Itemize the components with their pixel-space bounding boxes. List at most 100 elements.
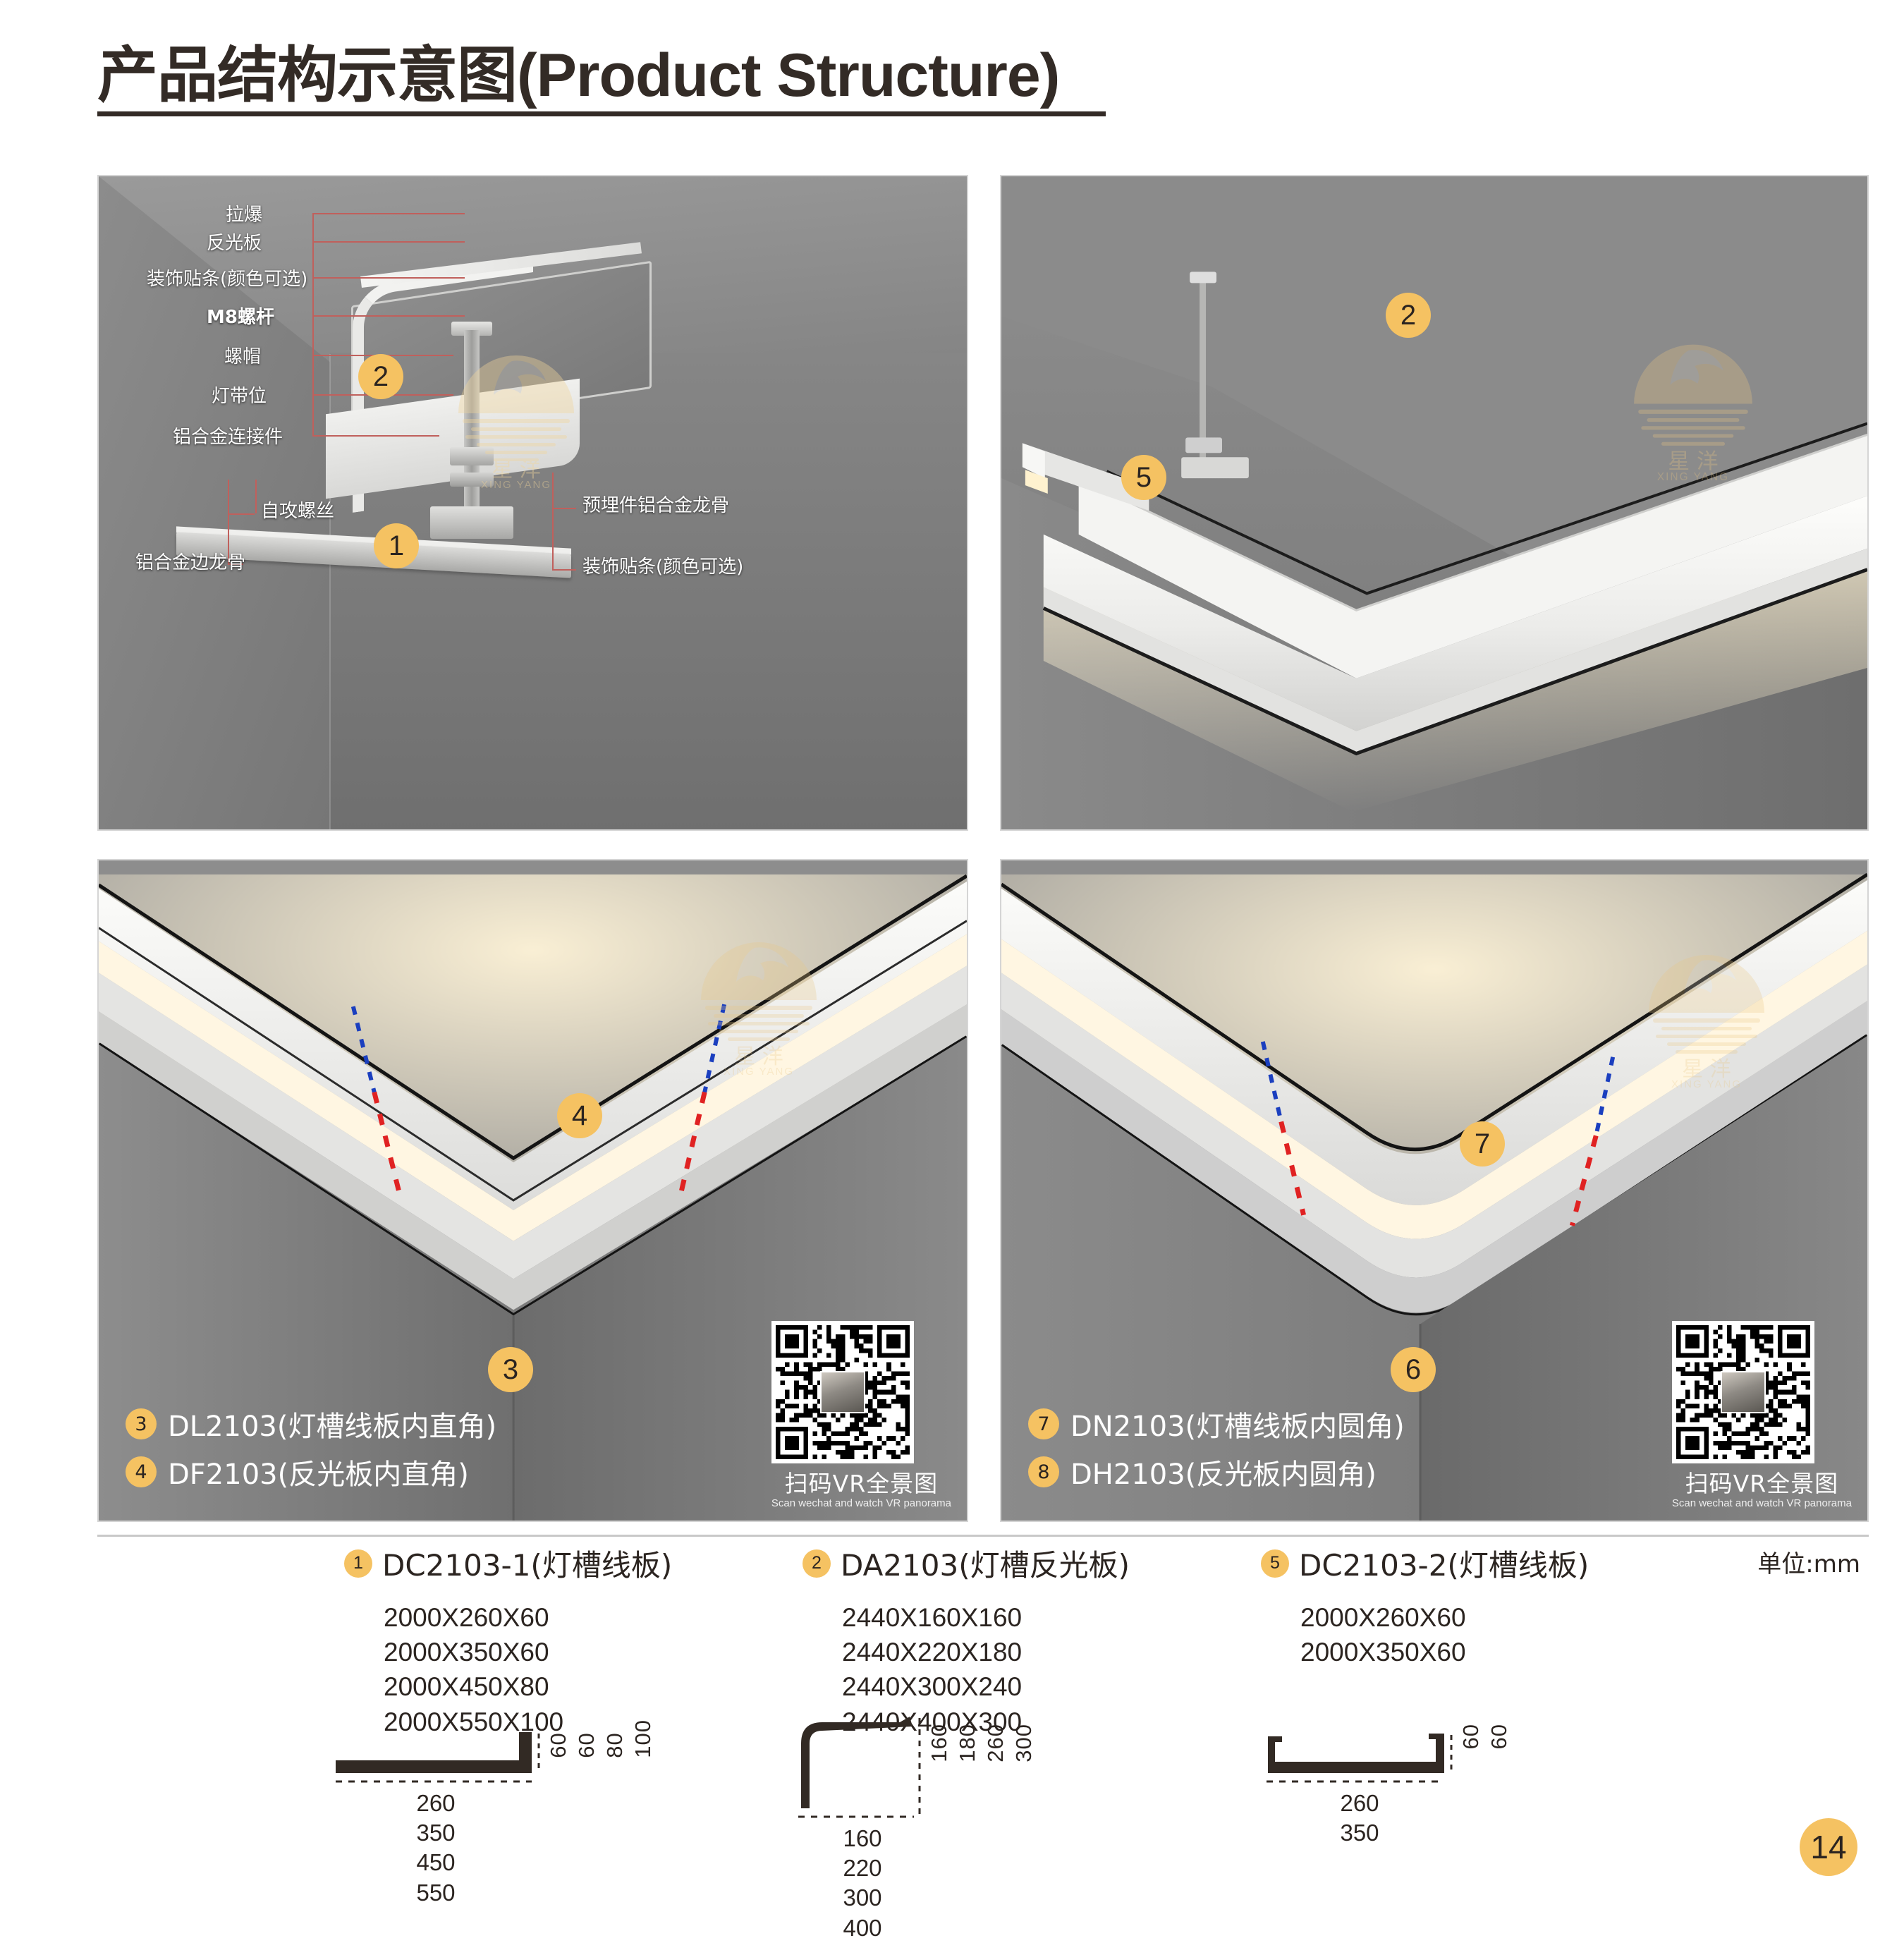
qr-code-image[interactable] <box>1671 1321 1814 1463</box>
annotation-alu-edge-keel: 铝合金边龙骨 <box>135 552 246 573</box>
profile-width: 260 <box>416 1790 456 1816</box>
annotation-alu-connector: 铝合金连接件 <box>173 427 283 448</box>
corner-install-illustration <box>1001 176 1867 829</box>
profile-drawing-dc2103-2: 60 60 260 350 <box>1261 1718 1557 1866</box>
badge-7[interactable]: 7 <box>1460 1121 1505 1167</box>
svg-text:星 洋: 星 洋 <box>492 458 541 482</box>
profile-widths: 160 220 300 400 <box>810 1824 915 1943</box>
leader-line <box>552 508 576 509</box>
leader-spine <box>552 473 554 570</box>
profile-height: 100 <box>630 1719 655 1758</box>
spec-size-list: 2000X260X60 2000X350X60 2000X450X80 2000… <box>384 1600 795 1739</box>
spec-heading: 2 DA2103(灯槽反光板) <box>803 1542 1254 1585</box>
annotation-la-bao: 拉爆 <box>226 205 263 226</box>
leader-line <box>552 569 576 571</box>
leader-line <box>228 513 255 515</box>
badge-2[interactable]: 2 <box>358 354 403 399</box>
leader-line <box>314 315 465 317</box>
badge-5: 5 <box>1261 1549 1289 1578</box>
spec-column-dc2103-1: 1 DC2103-1(灯槽线板) 2000X260X60 2000X350X60… <box>344 1542 795 1739</box>
spec-title-da2103: DA2103(灯槽反光板) <box>841 1548 1130 1583</box>
qr-block-vr-panorama[interactable]: 扫码VR全景图 Scan wechat and watch VR panoram… <box>1671 1321 1852 1509</box>
profile-height: 260 <box>983 1724 1008 1762</box>
profile-heights: 60 60 80 100 <box>546 1719 656 1758</box>
spec-size: 2440X300X240 <box>842 1672 1023 1702</box>
badge-1: 1 <box>344 1549 372 1578</box>
spec-size: 2440X160X160 <box>842 1603 1023 1632</box>
qr-center-photo <box>1720 1371 1766 1413</box>
profile-height: 300 <box>1011 1724 1036 1762</box>
panel-product-structure: 拉爆 反光板 装饰贴条(颜色可选) M8螺杆 螺帽 灯带位 铝合金连接件 自攻螺… <box>97 175 968 831</box>
profile-svg-curved-corner <box>798 1717 921 1818</box>
leader-line <box>228 564 243 565</box>
profile-height: 160 <box>927 1724 951 1762</box>
qr-code-image[interactable] <box>771 1321 914 1463</box>
profile-width: 260 <box>1340 1790 1379 1816</box>
badge-8: 8 <box>1028 1456 1059 1487</box>
badge-1[interactable]: 1 <box>374 523 419 568</box>
svg-text:星 洋: 星 洋 <box>1682 1057 1731 1082</box>
spec-title-dc2103-1: DC2103-1(灯槽线板) <box>382 1548 673 1583</box>
svg-text:星 洋: 星 洋 <box>734 1044 783 1069</box>
badge-5[interactable]: 5 <box>1121 455 1166 500</box>
profile-width: 550 <box>416 1879 456 1906</box>
badge-6[interactable]: 6 <box>1391 1347 1436 1392</box>
spec-size: 2000X450X80 <box>384 1672 549 1702</box>
qr-caption-en: Scan wechat and watch VR panorama <box>771 1497 951 1509</box>
profile-width: 160 <box>843 1825 882 1851</box>
caption-text-dh2103: DH2103(反光板内圆角) <box>1070 1458 1377 1491</box>
annotation-embedded-keel: 预埋件铝合金龙骨 <box>582 495 730 516</box>
spec-column-da2103: 2 DA2103(灯槽反光板) 2440X160X160 2440X220X18… <box>803 1542 1254 1739</box>
annotation-trim-strip-2: 装饰贴条(颜色可选) <box>582 556 744 578</box>
caption-text-df2103: DF2103(反光板内直角) <box>168 1458 469 1491</box>
spec-size: 2440X400X300 <box>842 1707 1023 1736</box>
qr-block-vr-panorama[interactable]: 扫码VR全景图 Scan wechat and watch VR panoram… <box>771 1321 951 1509</box>
badge-4[interactable]: 4 <box>557 1093 602 1138</box>
profile-width: 350 <box>416 1820 456 1846</box>
svg-text:XING YANG: XING YANG <box>724 1066 794 1076</box>
badge-2[interactable]: 2 <box>1386 293 1431 338</box>
aluminium-connector <box>430 506 513 539</box>
caption-row: 7 DN2103(灯槽线板内圆角) <box>1028 1403 1405 1444</box>
profile-svg-u-channel <box>1267 1734 1453 1783</box>
qr-center-photo <box>819 1371 865 1413</box>
title-underline <box>97 111 1106 117</box>
caption-text-dl2103: DL2103(灯槽线板内直角) <box>168 1411 497 1443</box>
leader-line <box>314 213 465 214</box>
spec-separator <box>97 1535 1869 1537</box>
profile-height: 60 <box>1458 1724 1483 1750</box>
profile-height: 60 <box>546 1732 570 1758</box>
badge-4: 4 <box>126 1456 157 1487</box>
inner-right-angle-illustration <box>99 860 967 1521</box>
panel-inner-right-angle: 4 3 星 洋 XING YANG 3 DL2103(灯槽线板内直角) <box>97 859 968 1522</box>
annotation-self-tapping-screw: 自攻螺丝 <box>261 501 335 522</box>
badge-3: 3 <box>126 1408 157 1439</box>
brand-watermark: 星 洋 XING YANG <box>681 924 836 1076</box>
expansion-anchor <box>451 322 492 336</box>
annotation-reflector: 反光板 <box>207 233 262 254</box>
profile-width: 400 <box>843 1914 882 1941</box>
spec-table: 单位:mm 1 DC2103-1(灯槽线板) 2000X260X60 2000X… <box>97 1542 1869 1941</box>
brand-watermark: 星 洋 XING YANG <box>1612 326 1774 481</box>
profile-drawing-da2103: 160 180 260 300 160 220 300 400 <box>788 1710 1085 1941</box>
leader-spine <box>228 480 229 564</box>
panel3-captions: 3 DL2103(灯槽线板内直角) 4 DF2103(反光板内直角) <box>126 1403 496 1499</box>
brand-watermark: 星 洋 XING YANG <box>439 337 594 489</box>
profile-heights: 160 180 260 300 <box>927 1724 1037 1762</box>
annotation-nut: 螺帽 <box>224 346 262 367</box>
annotation-trim-strip: 装饰贴条(颜色可选) <box>147 269 308 290</box>
profile-widths: 260 350 450 550 <box>358 1789 513 1908</box>
leader-line <box>314 435 439 437</box>
leader-line <box>314 241 465 243</box>
profile-heights: 60 60 <box>1458 1724 1512 1749</box>
spec-size: 2000X350X60 <box>384 1638 549 1667</box>
spec-column-dc2103-2: 5 DC2103-2(灯槽线板) 2000X260X60 2000X350X60 <box>1261 1542 1712 1669</box>
caption-row: 8 DH2103(反光板内圆角) <box>1028 1451 1405 1492</box>
page-number-badge: 14 <box>1800 1818 1857 1876</box>
spec-size-list: 2440X160X160 2440X220X180 2440X300X240 2… <box>842 1600 1254 1739</box>
badge-7: 7 <box>1028 1408 1059 1439</box>
spec-size: 2440X220X180 <box>842 1638 1023 1667</box>
profile-widths: 260 350 <box>1289 1789 1430 1848</box>
spec-size: 2000X550X100 <box>384 1707 564 1736</box>
badge-3[interactable]: 3 <box>488 1347 533 1392</box>
